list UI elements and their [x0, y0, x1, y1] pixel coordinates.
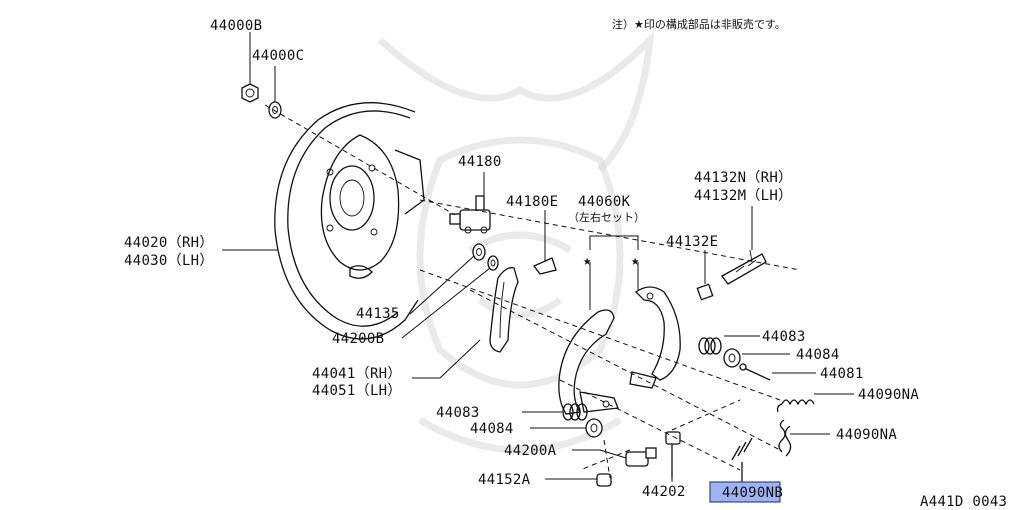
label-44041[interactable]: 44041（RH） [312, 366, 402, 382]
diagram-code: A441D 0043 [920, 494, 1007, 510]
part-44090NB-spring[interactable] [731, 437, 753, 482]
watermark-emblem [377, 30, 655, 454]
label-44084-left[interactable]: 44084 [470, 421, 514, 437]
label-44132M[interactable]: 44132M（LH） [694, 188, 792, 204]
label-44152A[interactable]: 44152A [478, 472, 531, 488]
part-44000C-washer[interactable] [268, 101, 282, 119]
label-44200B[interactable]: 44200B [332, 331, 384, 347]
label-44090NB[interactable]: 44090NB [722, 485, 783, 501]
label-44000C[interactable]: 44000C [252, 48, 304, 64]
part-44132E-pin[interactable] [696, 283, 714, 301]
part-44084-cup-left[interactable] [585, 418, 603, 438]
label-44090NA-upper[interactable]: 44090NA [858, 387, 919, 403]
part-44152A-plug[interactable] [596, 473, 612, 487]
label-44083-right[interactable]: 44083 [762, 329, 806, 345]
highlight-box-44090NB [709, 481, 781, 503]
part-44083-spring-left[interactable] [562, 403, 588, 421]
part-44090NA-spring-upper[interactable] [776, 399, 815, 413]
part-44180E-clip[interactable] [532, 257, 557, 275]
label-44200A[interactable]: 44200A [504, 443, 557, 459]
part-44000B-nut[interactable] [241, 83, 259, 103]
part-44135-washer[interactable] [472, 243, 486, 261]
part-44060K-shoe-rear[interactable] [629, 286, 681, 389]
label-44060K-sub: （左右セット） [568, 210, 645, 224]
label-44051[interactable]: 44051（LH） [312, 383, 402, 399]
part-44202-bolt[interactable] [665, 431, 681, 478]
star-marker-front: ★ [583, 253, 592, 269]
part-44180-wheel-cylinder[interactable] [449, 195, 491, 234]
label-44132N[interactable]: 44132N（RH） [694, 170, 792, 186]
part-44020-backing-plate[interactable] [274, 102, 425, 340]
part-44041-anchor-plate[interactable] [489, 267, 519, 353]
label-44020[interactable]: 44020（RH） [124, 235, 214, 251]
part-44200A-adjuster[interactable] [625, 447, 657, 467]
label-44180E[interactable]: 44180E [506, 194, 558, 210]
label-44060K[interactable]: 44060K [578, 194, 631, 210]
part-44081-pin[interactable] [739, 363, 771, 381]
part-44132N-lever[interactable] [721, 249, 767, 285]
part-44060K-shoe-front[interactable] [558, 309, 619, 415]
part-44083-spring-right[interactable] [698, 337, 722, 355]
label-44000B[interactable]: 44000B [210, 18, 262, 34]
note-text: 注）★印の構成部品は非販売です。 [612, 17, 786, 31]
assembly-dashed-lines [264, 104, 801, 479]
label-44081[interactable]: 44081 [820, 366, 864, 382]
part-44090NA-spring-lower[interactable] [778, 419, 792, 457]
label-44083-left[interactable]: 44083 [436, 405, 480, 421]
label-44030[interactable]: 44030（LH） [124, 253, 214, 269]
label-44135[interactable]: 44135 [356, 306, 400, 322]
part-44200B-washer[interactable] [487, 255, 499, 271]
star-marker-rear: ★ [631, 253, 640, 269]
part-44084-cup-right[interactable] [723, 348, 741, 368]
label-44132E[interactable]: 44132E [666, 234, 718, 250]
label-44202[interactable]: 44202 [642, 484, 686, 500]
label-44084-right[interactable]: 44084 [796, 347, 840, 363]
leader-lines [222, 32, 854, 482]
label-44180[interactable]: 44180 [458, 154, 502, 170]
label-44090NA-lower[interactable]: 44090NA [836, 427, 897, 443]
